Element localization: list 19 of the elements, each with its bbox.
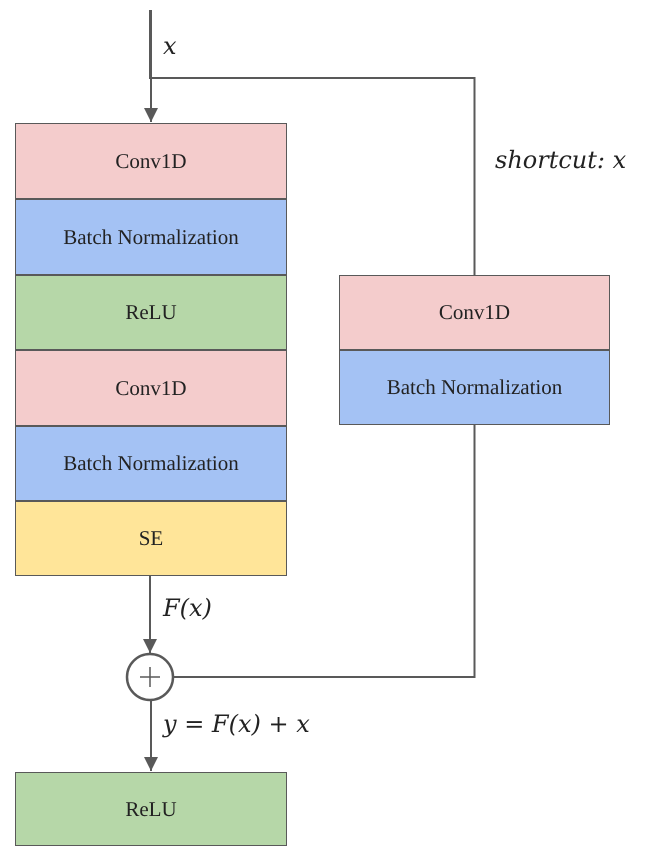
connector-line bbox=[173, 425, 476, 678]
edge-label: x bbox=[163, 32, 177, 60]
arrow bbox=[144, 700, 158, 771]
arrow bbox=[144, 10, 158, 122]
connector-line bbox=[149, 10, 476, 275]
relu-box: ReLU bbox=[15, 275, 287, 350]
conv-layer-box: Conv1D bbox=[339, 275, 610, 350]
batch-norm-box: Batch Normalization bbox=[339, 350, 610, 425]
conv-layer-box: Conv1D bbox=[15, 350, 287, 426]
se-block-box: SE bbox=[15, 501, 287, 576]
batch-norm-box: Batch Normalization bbox=[15, 426, 287, 501]
sum-circle bbox=[126, 652, 174, 702]
conv-layer-box: Conv1D bbox=[15, 123, 287, 199]
relu-box: ReLU bbox=[15, 772, 287, 846]
edge-label: y = F(x) + x bbox=[163, 710, 310, 738]
batch-norm-box: Batch Normalization bbox=[15, 199, 287, 275]
edge-label: F(x) bbox=[163, 594, 212, 622]
arrow bbox=[143, 576, 157, 653]
edge-label: shortcut: x bbox=[495, 146, 626, 174]
